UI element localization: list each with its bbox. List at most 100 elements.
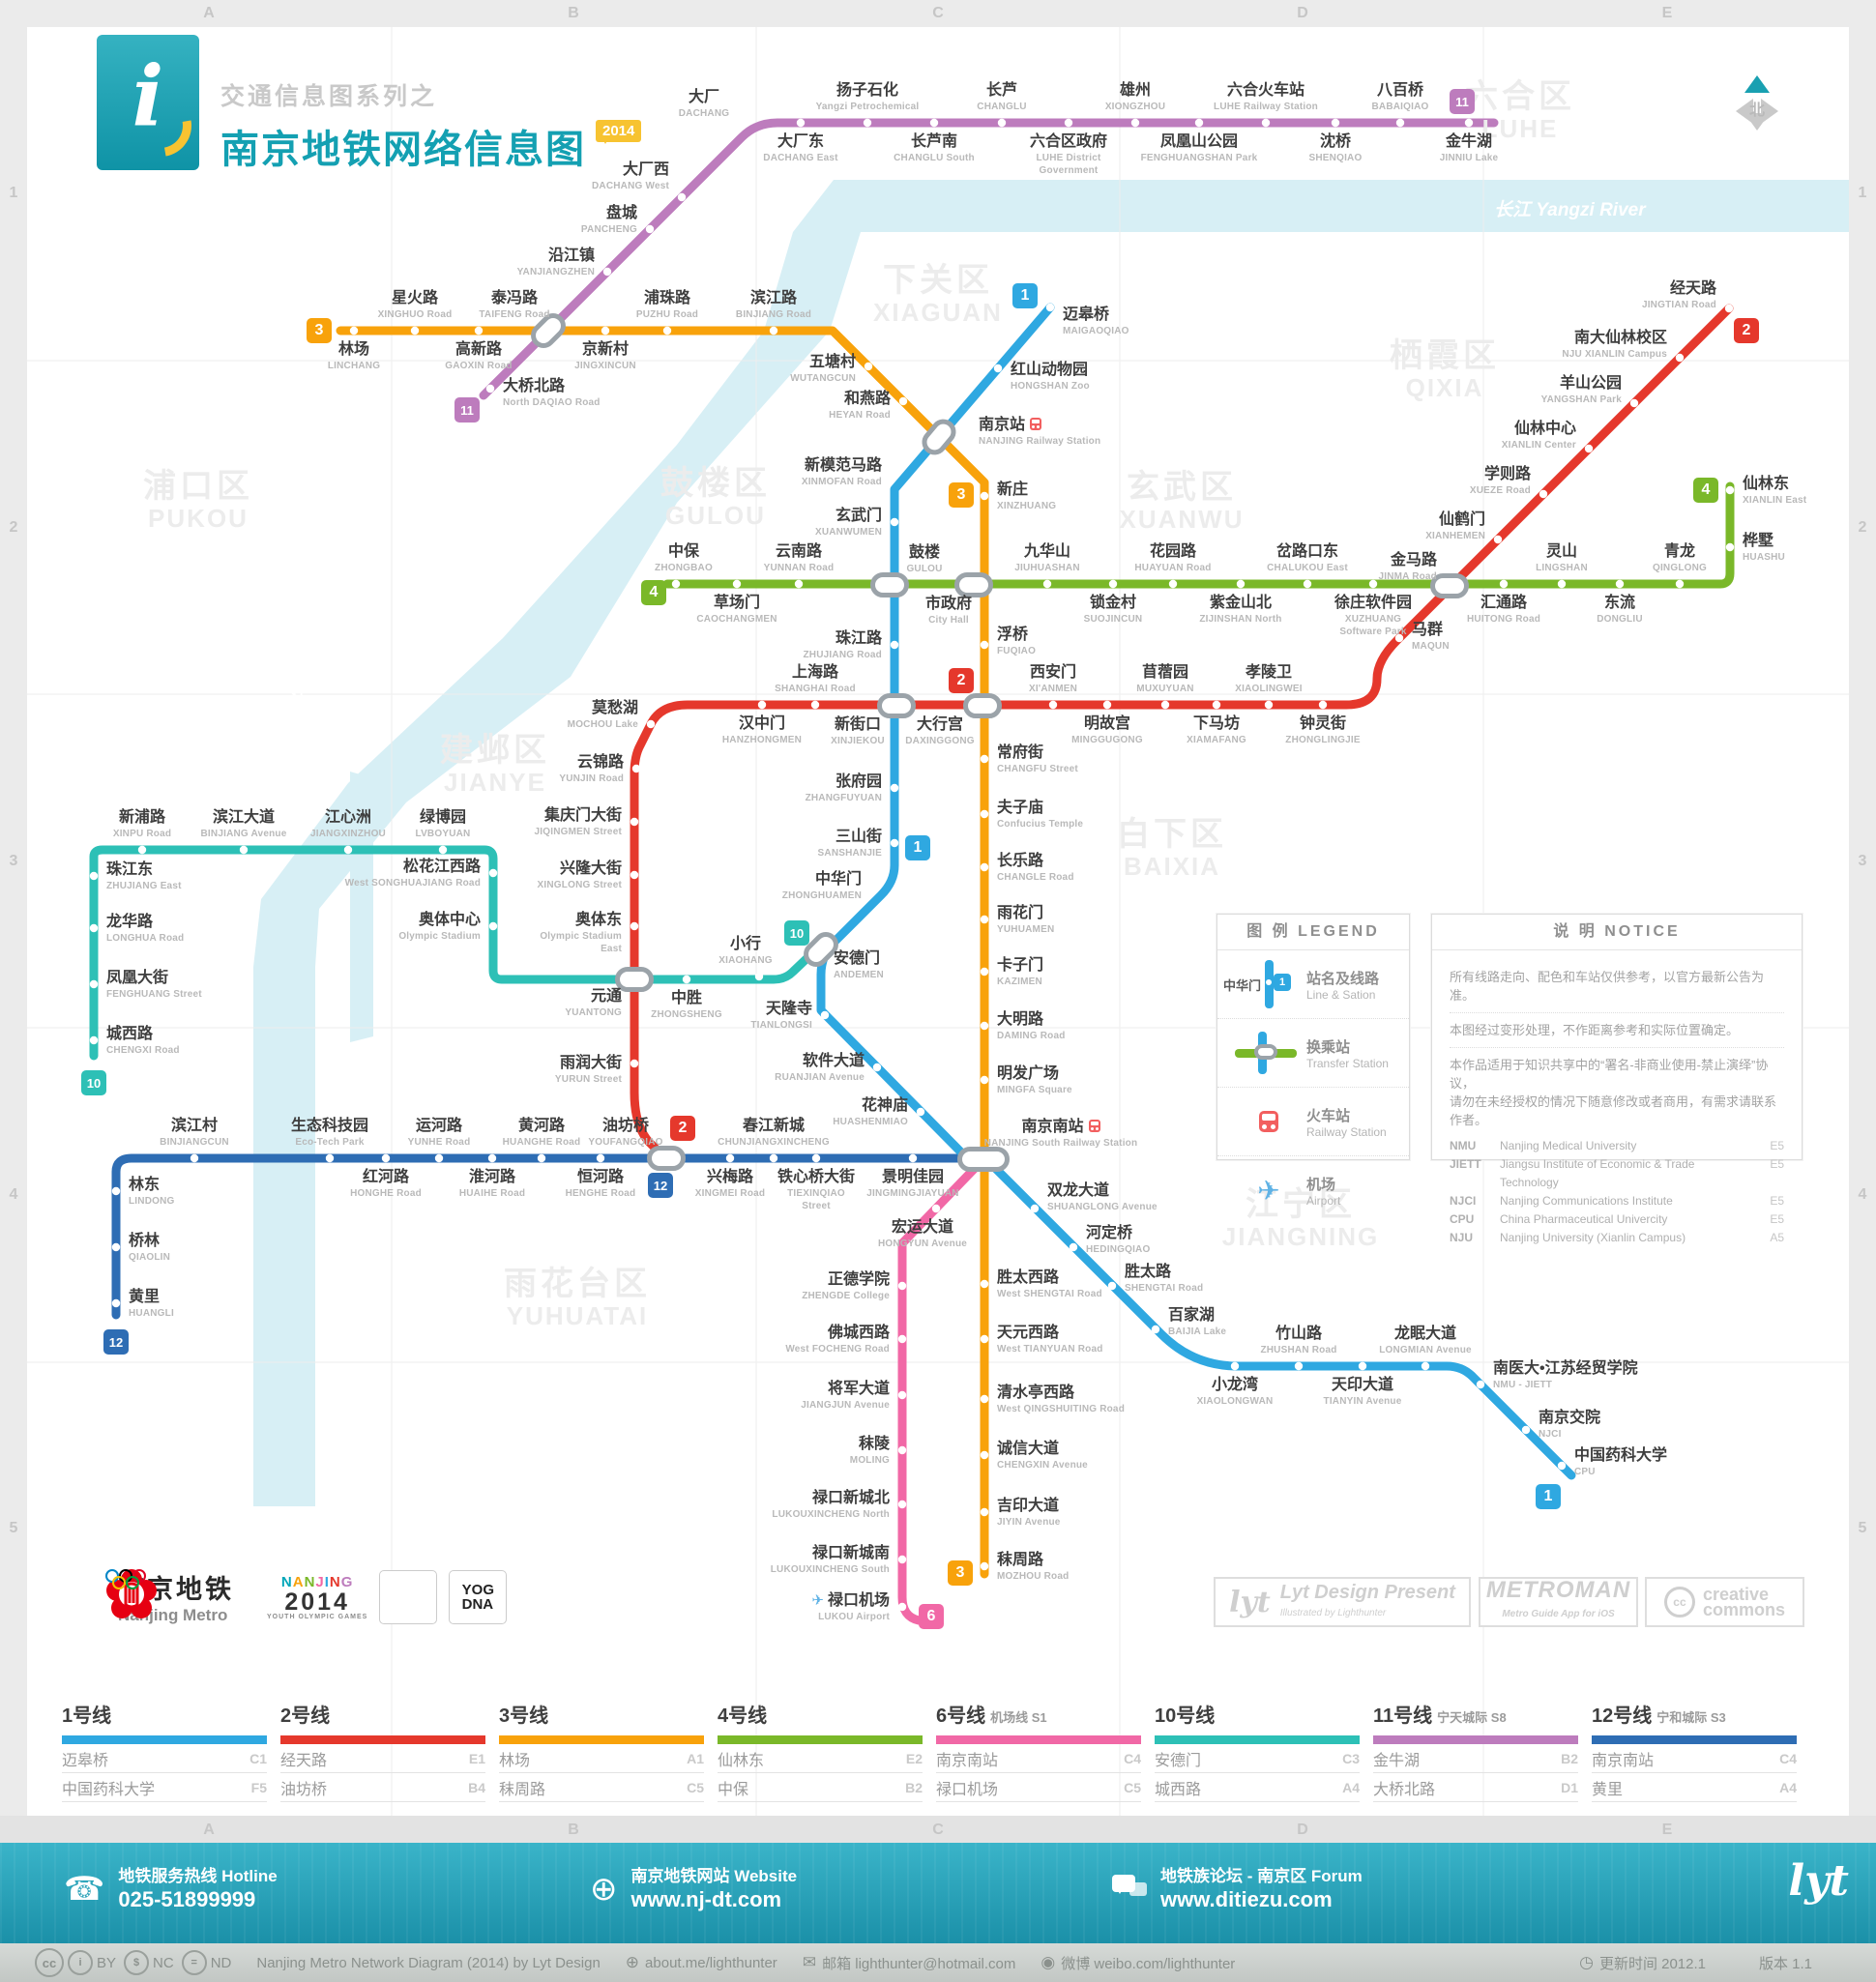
transfer-station-marker — [877, 693, 916, 718]
cc-icon: cc — [1663, 1587, 1695, 1618]
page-title: 南京地铁网络信息图 — [220, 129, 586, 171]
notice-panel: 说 明 NOTICE 所有线路走向、配色和车站仅供参考，以官方最新公告为准。本图… — [1431, 914, 1803, 1244]
chat-icon — [1112, 1875, 1147, 1904]
transfer-station-marker — [615, 967, 654, 992]
line-2-badge: 2 — [949, 668, 974, 693]
logo-swoosh — [117, 82, 199, 169]
compass-north-arrow-icon — [1744, 75, 1770, 93]
grid-number: 3 — [1858, 853, 1867, 869]
line-6-badge: 6 — [919, 1604, 944, 1629]
grid-letter: D — [1297, 1822, 1308, 1838]
grid-number: 1 — [1858, 185, 1867, 201]
logo-i-glyph: i — [132, 47, 164, 146]
line-3-badge: 3 — [949, 482, 974, 508]
transfer-station-marker — [1430, 573, 1469, 598]
railway-station-icon — [1030, 418, 1042, 430]
metro-line-path-11 — [479, 118, 1499, 400]
grid-number: 2 — [1858, 519, 1867, 536]
yangzi-river-label: 长江 Yangzi River — [1494, 200, 1646, 220]
grid-letter: E — [1661, 1822, 1673, 1838]
grid-letter: B — [568, 5, 579, 21]
line-4-badge: 4 — [641, 580, 666, 605]
airplane-icon: ✈ — [811, 1592, 824, 1609]
transfer-station-marker — [963, 693, 1002, 718]
line-4-badge: 4 — [1693, 478, 1718, 503]
weibo-link: ◉微博 weibo.com/lighthunter — [1041, 1953, 1236, 1972]
page-header: 交通信息图系列之 南京地铁网络信息图 2014 — [220, 77, 642, 174]
grid-number: 4 — [1858, 1186, 1867, 1203]
transfer-station-marker — [647, 1146, 686, 1171]
grid-number: 3 — [9, 853, 18, 869]
compass-north: 北 — [1723, 75, 1791, 143]
line-12-badge: 12 — [103, 1329, 129, 1355]
transfer-station-marker — [954, 572, 993, 598]
line-1-badge: 1 — [905, 835, 930, 860]
line-3-badge: 3 — [948, 1560, 973, 1586]
globe-icon: ⊕ — [590, 1871, 618, 1908]
mail-icon: ✉ — [802, 1953, 817, 1971]
